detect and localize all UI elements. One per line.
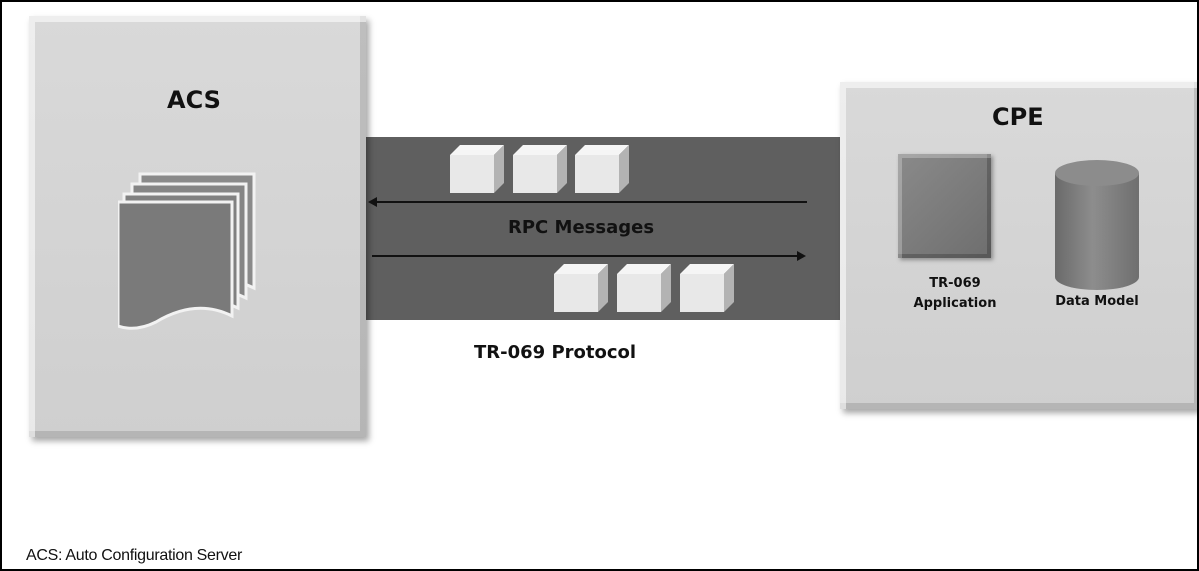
data-model-label: Data Model [1055,294,1139,309]
message-cube-icon [450,145,504,193]
message-cube-icon [513,145,567,193]
arrow-to-acs [374,201,807,203]
arrow-left-head-icon [368,197,377,207]
cpe-title: CPE [992,103,1044,131]
message-cube-icon [680,264,734,312]
application-block-icon [898,154,991,258]
protocol-label: TR-069 Protocol [474,342,637,363]
arrow-to-cpe [372,255,800,257]
application-label-line1: TR-069 [929,276,981,291]
footnote: ACS: Auto Configuration Server [26,547,243,564]
application-label-line2: Application [913,296,997,311]
acs-title: ACS [167,86,221,114]
message-cube-icon [575,145,629,193]
database-cylinder-icon [1055,160,1139,290]
document-stack-icon [118,172,256,330]
cpe-box [840,82,1197,409]
message-cube-icon [617,264,671,312]
message-cube-icon [554,264,608,312]
rpc-messages-label: RPC Messages [508,217,655,238]
arrow-right-head-icon [797,251,806,261]
application-label: TR-069 Application [895,274,1015,314]
